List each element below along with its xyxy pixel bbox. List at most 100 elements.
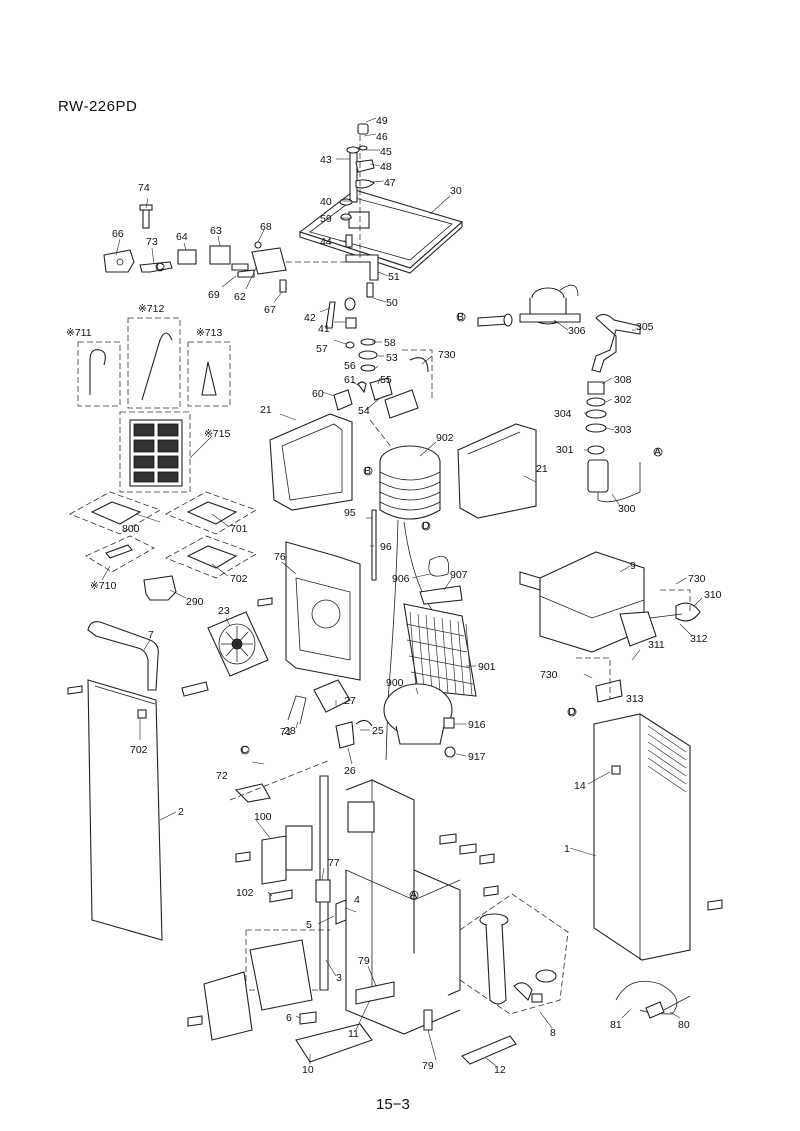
callout-51: 51	[388, 271, 400, 283]
callout-713: ※713	[196, 327, 222, 339]
callout-4: 4	[354, 894, 360, 906]
ref-mark-A1: A	[654, 446, 661, 458]
valve-assembly	[325, 297, 433, 449]
callout-68: 68	[260, 221, 272, 233]
callout-42: 42	[304, 312, 316, 324]
right-bracket-assembly	[519, 551, 701, 703]
callout-59: 59	[320, 213, 332, 225]
drip-tray-assembly	[286, 123, 464, 298]
ref-mark-B1: B	[457, 311, 464, 323]
callout-907: 907	[450, 569, 468, 581]
callout-6: 6	[286, 1012, 292, 1024]
callout-900: 900	[386, 677, 404, 689]
ref-mark-A2: A	[410, 889, 417, 901]
ref-mark-D2: D	[568, 706, 576, 718]
callout-62: 62	[234, 291, 246, 303]
callout-301: 301	[556, 444, 574, 456]
callout-300: 300	[618, 503, 636, 515]
ice-tray	[129, 419, 183, 487]
callout-715: ※715	[204, 428, 230, 440]
callout-77: 77	[328, 857, 340, 869]
callout-303: 303	[614, 424, 632, 436]
callout-100: 100	[254, 811, 272, 823]
callout-916: 916	[468, 719, 486, 731]
callout-21a: 21	[260, 404, 272, 416]
callout-55: 55	[380, 374, 392, 386]
callout-308: 308	[614, 374, 632, 386]
callout-711: ※711	[66, 327, 92, 339]
callout-12: 12	[494, 1064, 506, 1076]
main-frame	[187, 759, 517, 1065]
callout-917: 917	[468, 751, 486, 763]
callout-40: 40	[320, 196, 332, 208]
callout-95: 95	[344, 507, 356, 519]
reference-marks: C C B B A A D D	[155, 261, 663, 901]
callout-76: 76	[274, 551, 286, 563]
outlet-assembly	[459, 893, 569, 1015]
page-number: 15−3	[376, 1096, 410, 1113]
callout-702a: 702	[230, 573, 248, 585]
callout-313: 313	[626, 693, 644, 705]
ref-mark-C2: C	[241, 744, 249, 756]
callout-306: 306	[568, 325, 586, 337]
callout-27: 27	[344, 695, 356, 707]
callout-46: 46	[376, 131, 388, 143]
callout-74: 74	[138, 182, 150, 194]
callout-30: 30	[450, 185, 462, 197]
callout-48: 48	[380, 161, 392, 173]
callout-9: 9	[630, 560, 636, 572]
callout-310: 310	[704, 589, 722, 601]
relay-parts	[287, 679, 373, 749]
callout-800: 800	[122, 523, 140, 535]
callout-72: 72	[216, 770, 228, 782]
callout-21b: 21	[536, 463, 548, 475]
callout-44: 44	[320, 236, 332, 248]
callout-10: 10	[302, 1064, 314, 1076]
callout-54: 54	[358, 405, 370, 417]
ref-mark-C1: C	[156, 261, 164, 273]
callout-66: 66	[112, 228, 124, 240]
callout-305: 305	[636, 321, 654, 333]
callout-302: 302	[614, 394, 632, 406]
callout-58: 58	[384, 337, 396, 349]
callout-61: 61	[344, 374, 356, 386]
callout-96: 96	[380, 541, 392, 553]
callout-304: 304	[554, 408, 572, 420]
callout-63: 63	[210, 225, 222, 237]
callout-53: 53	[386, 352, 398, 364]
callout-14: 14	[574, 780, 586, 792]
accessory-boxes	[77, 317, 231, 493]
front-door	[67, 621, 163, 941]
callout-56: 56	[344, 360, 356, 372]
callout-701: 701	[230, 523, 248, 535]
callout-49: 49	[376, 115, 388, 127]
callout-labels: 49 46 45 48 47 43 40 59 30 44 51 50 74 6…	[66, 115, 722, 1076]
model-number: RW-226PD	[58, 98, 138, 115]
water-valve-parts	[477, 284, 641, 503]
ref-mark-D1: D	[422, 520, 430, 532]
callout-64: 64	[176, 231, 188, 243]
evaporator	[371, 445, 463, 761]
callout-28: 28	[284, 725, 296, 737]
insulation-covers	[269, 413, 537, 519]
callout-312: 312	[690, 633, 708, 645]
callout-41: 41	[318, 323, 330, 335]
callout-50: 50	[386, 297, 398, 309]
callout-69: 69	[208, 289, 220, 301]
callout-43: 43	[320, 154, 332, 166]
callout-7: 7	[148, 629, 154, 641]
callout-79b: 79	[422, 1060, 434, 1072]
leader-lines	[101, 117, 703, 1067]
power-cord	[615, 980, 691, 1019]
callout-23: 23	[218, 605, 230, 617]
callout-3: 3	[336, 972, 342, 984]
callout-26: 26	[344, 765, 356, 777]
callout-67: 67	[264, 304, 276, 316]
callout-81: 81	[610, 1019, 622, 1031]
callout-73: 73	[146, 236, 158, 248]
condenser	[403, 603, 477, 697]
callout-710: ※710	[90, 580, 116, 592]
callout-71: 71	[280, 726, 292, 738]
